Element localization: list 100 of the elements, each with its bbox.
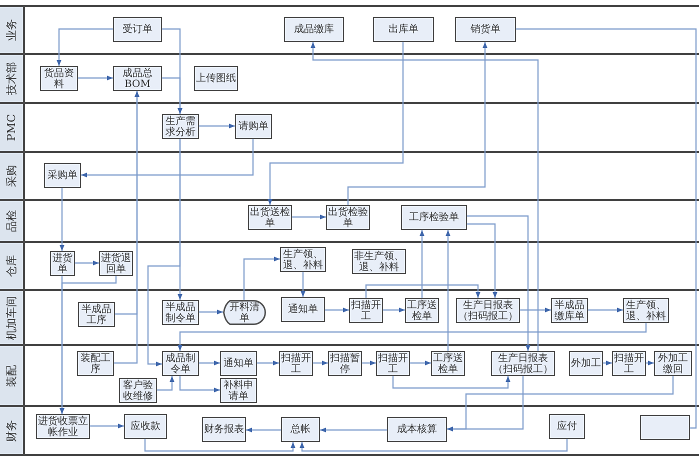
- arrow: [199, 124, 235, 128]
- swimlane: [0, 241, 699, 289]
- process-box: 出货检验单: [326, 205, 370, 230]
- swimlane: [0, 289, 699, 344]
- process-box: 工序送检单: [405, 298, 439, 323]
- process-box: 半成品工序: [78, 302, 115, 327]
- process-box: 成品总BOM: [113, 66, 162, 91]
- process-box: 销货单: [455, 17, 516, 42]
- swimlane: [0, 102, 699, 151]
- arrow: [56, 28, 113, 66]
- process-box: 半成品缴库单: [551, 298, 588, 323]
- lane-title: PMC: [6, 114, 18, 142]
- swimlane: [0, 53, 699, 102]
- arrow: [60, 188, 64, 251]
- swimlane: [0, 199, 699, 241]
- process-box: 成品缴库: [284, 17, 344, 42]
- arrow: [410, 360, 431, 366]
- lane-title: 装配: [6, 364, 18, 386]
- arrow: [300, 439, 568, 452]
- process-box: 扫描开工: [349, 298, 383, 323]
- process-box: 补料申请单: [220, 378, 257, 403]
- process-box: 生产日报表（扫码报工）: [491, 351, 555, 376]
- process-box: 扫描开工: [612, 351, 646, 376]
- arrow: [467, 223, 498, 298]
- arrow: [646, 360, 654, 366]
- process-box: 货品资料: [40, 66, 78, 91]
- process-box: 进货收票立帐作业: [36, 414, 90, 439]
- process-box: 生产领、退、补料: [623, 298, 669, 323]
- arrow: [383, 308, 405, 312]
- process-box: 出货送检单: [248, 205, 292, 230]
- swimlane: [0, 344, 699, 405]
- arrow: [300, 272, 306, 297]
- swimlane: [0, 151, 699, 199]
- connector-line: [516, 28, 697, 429]
- arrow: [179, 376, 220, 392]
- arrow: [392, 376, 510, 389]
- arrow: [420, 230, 424, 298]
- process-box: 通知单: [220, 351, 257, 376]
- process-box: 采购单: [44, 163, 81, 188]
- process-box: 通知单: [281, 297, 325, 322]
- process-box: 财务报表: [202, 417, 246, 442]
- process-box: 工序检验单: [401, 205, 467, 230]
- lane-title: 采购: [6, 165, 18, 187]
- process-box: 受订单: [113, 17, 162, 42]
- swimlane: [0, 5, 699, 53]
- lane-title: 仓库: [6, 255, 18, 277]
- arrow: [520, 308, 551, 312]
- process-box: 应付: [549, 414, 585, 439]
- process-box: 上传图纸: [194, 66, 238, 91]
- arrow: [178, 323, 647, 351]
- process-box: 扫描开工: [279, 351, 313, 376]
- arrow: [162, 77, 182, 114]
- arrow: [257, 360, 279, 366]
- arrow: [199, 360, 220, 366]
- lane-title: 技术部: [6, 62, 18, 95]
- process-box: [640, 415, 690, 440]
- process-box: 外加工: [569, 351, 603, 376]
- arrow: [467, 215, 530, 351]
- arrow: [325, 308, 349, 312]
- arrow: [147, 139, 181, 366]
- process-box: 应收款: [124, 414, 167, 439]
- process-box: 外加工缴回: [654, 351, 692, 376]
- process-box: 半成品制令单: [162, 300, 199, 325]
- lane-title: 机加车间: [6, 296, 18, 340]
- process-box: 进货单: [50, 251, 75, 276]
- process-box: 扫描暂停: [328, 351, 362, 376]
- arrow: [114, 91, 140, 364]
- process-box: 装配工序: [77, 351, 114, 376]
- arrow: [447, 376, 524, 432]
- arrow: [362, 360, 376, 366]
- arrow: [199, 310, 223, 314]
- arrow: [75, 260, 99, 266]
- arrow: [78, 76, 113, 80]
- process-box: 出库单: [373, 17, 434, 42]
- arrow: [144, 439, 296, 452]
- process-box: 生产日报表（扫码报工）: [456, 298, 520, 323]
- arrow: [588, 308, 623, 312]
- process-box: 工序送检单: [431, 351, 465, 376]
- arrow: [90, 424, 124, 428]
- arrow: [446, 230, 450, 351]
- arrow: [365, 284, 480, 298]
- arrow: [292, 214, 326, 220]
- arrow: [310, 42, 539, 351]
- process-box: 总帐: [281, 417, 320, 442]
- arrow: [81, 139, 254, 178]
- arrow: [268, 42, 404, 205]
- display-shape: 开料清单: [223, 300, 266, 325]
- arrow: [60, 276, 117, 414]
- process-box: 非生产领、退、补料: [352, 249, 406, 274]
- arrow: [157, 376, 174, 391]
- swimlane: [0, 405, 699, 456]
- process-box: 扫描开工: [376, 351, 410, 376]
- process-box: 客户验收维修: [119, 378, 157, 403]
- arrow: [243, 256, 280, 300]
- lane-title: 业务: [6, 19, 18, 41]
- lane-title: 品检: [6, 210, 18, 232]
- process-box: 成品制令单: [162, 351, 199, 376]
- process-box: 进货退回单: [99, 251, 133, 276]
- arrow: [246, 428, 281, 432]
- arrow: [347, 42, 488, 205]
